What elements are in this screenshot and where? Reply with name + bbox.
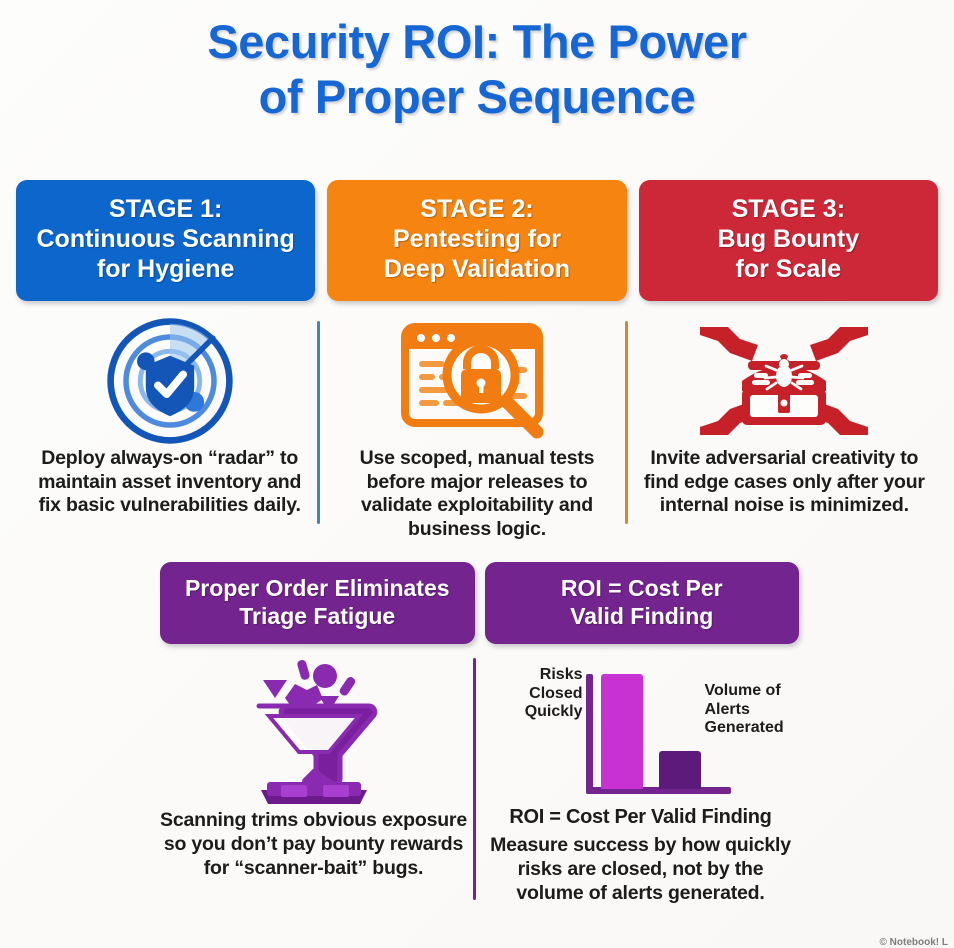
outcome-card-1[interactable]: Proper Order Eliminates Triage Fatigue [160, 562, 475, 645]
chart-caption: ROI = Cost Per Valid Finding [509, 806, 772, 829]
chart-label-right-line-3: Generated [704, 719, 784, 737]
chart-y-axis [585, 674, 593, 795]
stage-body-3: Invite adversarial creativity to find ed… [624, 315, 938, 542]
stage-2-name-line-1: Pentesting for [392, 224, 562, 253]
stage-body-1: Deploy always-on “radar” to maintain ass… [16, 315, 323, 542]
chart-bar-risks-closed-quickly [600, 674, 643, 790]
title-line-1: Security ROI: The Power [207, 15, 747, 68]
chart-label-left: Risks Closed Quickly [501, 666, 583, 722]
outcome-body-1: Scanning trims obvious exposure so you d… [150, 654, 477, 906]
stage-card-3[interactable]: STAGE 3: Bug Bounty for Scale [638, 179, 938, 301]
funnel-filter-icon [156, 654, 471, 805]
bar-chart-icon: Risks Closed Quickly Volume of Alerts Ge… [483, 654, 798, 804]
treasure-chest-bug-hands-icon [641, 315, 928, 447]
chart-label-left-line-2: Closed [529, 684, 583, 702]
outcome-2-heading-line-1: ROI = Cost Per [560, 575, 723, 602]
stage-3-label: STAGE 3: [731, 194, 846, 223]
stage-3-name-line-1: Bug Bounty [717, 224, 860, 253]
stage-header-row: STAGE 1: Continuous Scanning for Hygiene… [0, 179, 954, 301]
chart-x-axis [585, 787, 731, 795]
title-line-2: of Proper Sequence [258, 70, 696, 124]
bar-chart: Risks Closed Quickly Volume of Alerts Ge… [501, 664, 784, 804]
stage-1-name-line-2: for Hygiene [96, 255, 235, 284]
stage-1-label: STAGE 1: [108, 194, 223, 223]
stage-1-name-line-1: Continuous Scanning [36, 224, 295, 253]
stage-1-description: Deploy always-on “radar” to maintain ass… [38, 446, 302, 517]
chart-label-right-line-1: Volume of [704, 682, 781, 700]
stage-3-name-line-2: for Scale [735, 255, 842, 284]
outcome-1-heading-line-1: Proper Order Eliminates [184, 575, 450, 602]
outcome-body-2: Risks Closed Quickly Volume of Alerts Ge… [473, 654, 804, 906]
chart-bar-volume-of-alerts-generated [658, 751, 701, 790]
stage-card-1[interactable]: STAGE 1: Continuous Scanning for Hygiene [16, 179, 316, 301]
stage-2-name-line-2: Deep Validation [383, 255, 571, 284]
browser-lock-magnifier-icon [333, 315, 620, 447]
stage-body-row: Deploy always-on “radar” to maintain ass… [0, 315, 954, 542]
outcome-2-heading-line-2: Valid Finding [570, 603, 714, 630]
chart-label-left-line-1: Risks [539, 666, 583, 684]
watermark: © Notebook! L [879, 937, 948, 948]
radar-shield-icon [26, 315, 313, 447]
chart-label-right: Volume of Alerts Generated [705, 682, 795, 738]
outcome-header-row: Proper Order Eliminates Triage Fatigue R… [0, 562, 954, 645]
stage-3-description: Invite adversarial creativity to find ed… [643, 446, 925, 517]
page-title: Security ROI: The Power of Proper Sequen… [0, 0, 954, 125]
stage-body-2: Use scoped, manual tests before major re… [317, 315, 630, 542]
outcome-body-row: Scanning trims obvious exposure so you d… [0, 654, 954, 906]
outcome-card-2[interactable]: ROI = Cost Per Valid Finding [484, 562, 799, 645]
outcome-2-description: Measure success by how quickly risks are… [490, 834, 791, 905]
chart-label-left-line-3: Quickly [524, 703, 583, 721]
outcome-1-heading-line-2: Triage Fatigue [239, 603, 396, 630]
chart-label-right-line-2: Alerts [704, 700, 750, 718]
stage-2-label: STAGE 2: [420, 194, 534, 223]
stage-2-description: Use scoped, manual tests before major re… [359, 446, 595, 541]
stage-card-2[interactable]: STAGE 2: Pentesting for Deep Validation [327, 179, 627, 301]
outcome-1-description: Scanning trims obvious exposure so you d… [160, 809, 467, 880]
